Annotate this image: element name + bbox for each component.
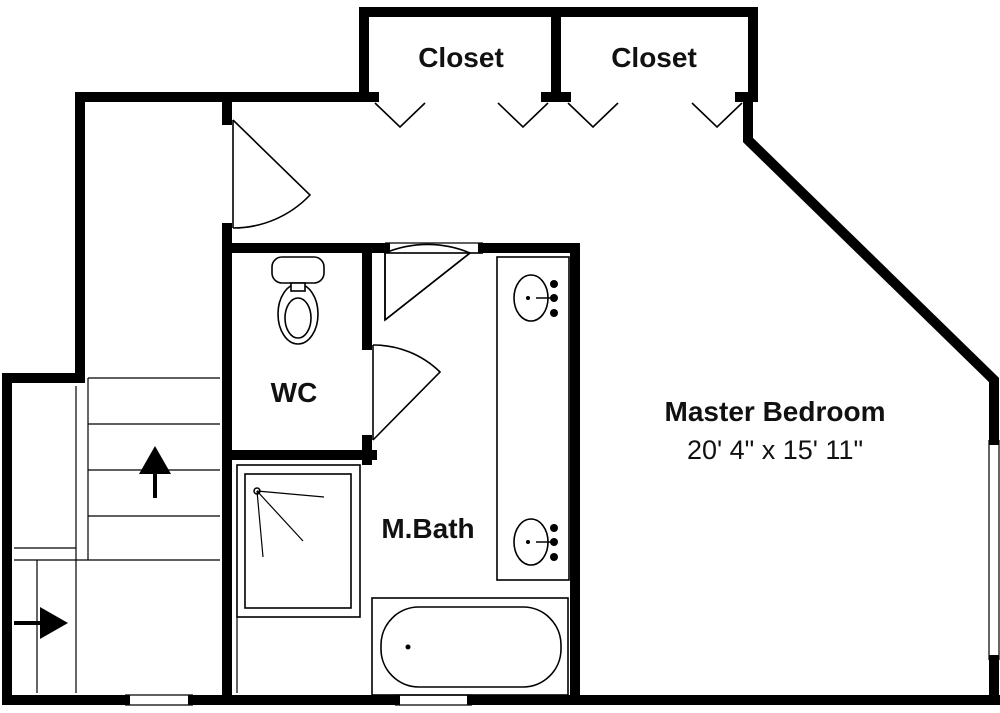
- sink-top: [513, 274, 558, 322]
- closet-right-label: Closet: [611, 42, 697, 73]
- sink-bottom: [513, 518, 558, 566]
- wc-label: WC: [271, 377, 318, 408]
- exterior-walls: [2, 7, 1000, 705]
- bathtub: [236, 597, 569, 696]
- master-bath-label: M.Bath: [381, 513, 474, 544]
- vanity: [496, 256, 570, 581]
- arrow-right-icon: [14, 607, 68, 639]
- closet-left-label: Closet: [418, 42, 504, 73]
- arrow-up-icon: [139, 446, 171, 498]
- stairs: [14, 377, 220, 693]
- shower: [236, 464, 361, 618]
- master-bedroom-dimensions: 20' 4" x 15' 11": [687, 435, 863, 465]
- doors: [232, 119, 483, 441]
- closets: [222, 7, 758, 129]
- interior-walls: [222, 92, 580, 705]
- master-bedroom-label: Master Bedroom: [665, 396, 886, 427]
- toilet: [271, 256, 325, 345]
